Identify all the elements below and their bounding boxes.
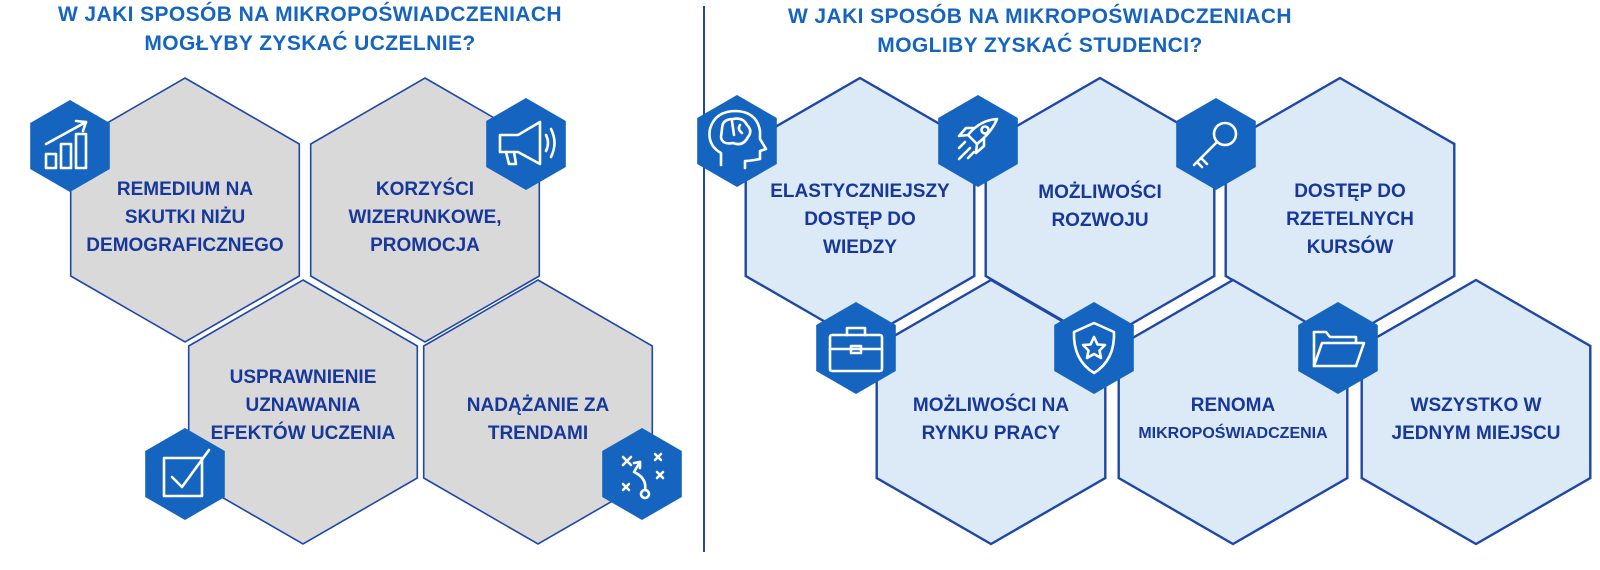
right-badge-1 bbox=[938, 95, 1018, 187]
key-icon bbox=[1192, 121, 1238, 169]
section-divider bbox=[703, 6, 705, 552]
checkbox-icon bbox=[162, 448, 211, 498]
rocket-icon bbox=[957, 117, 999, 161]
right-badge-4 bbox=[1054, 302, 1134, 394]
brain-head-icon bbox=[708, 109, 768, 170]
left-hex-3 bbox=[422, 279, 654, 545]
right-badge-5 bbox=[1298, 302, 1378, 394]
left-badge-1 bbox=[486, 98, 566, 190]
left-hex-2 bbox=[187, 279, 419, 545]
growth-chart-icon bbox=[44, 119, 88, 170]
right-section-title: W JAKI SPOSÓB NA MIKROPOŚWIADCZENIACH MO… bbox=[787, 5, 1293, 57]
left-badge-3 bbox=[602, 428, 682, 520]
left-section-title: W JAKI SPOSÓB NA MIKROPOŚWIADCZENIACH MO… bbox=[57, 3, 563, 55]
briefcase-icon bbox=[828, 326, 884, 373]
shield-star-icon bbox=[1072, 321, 1116, 375]
megaphone-icon bbox=[498, 120, 556, 166]
folder-icon bbox=[1312, 330, 1366, 368]
strategy-icon bbox=[621, 452, 665, 500]
